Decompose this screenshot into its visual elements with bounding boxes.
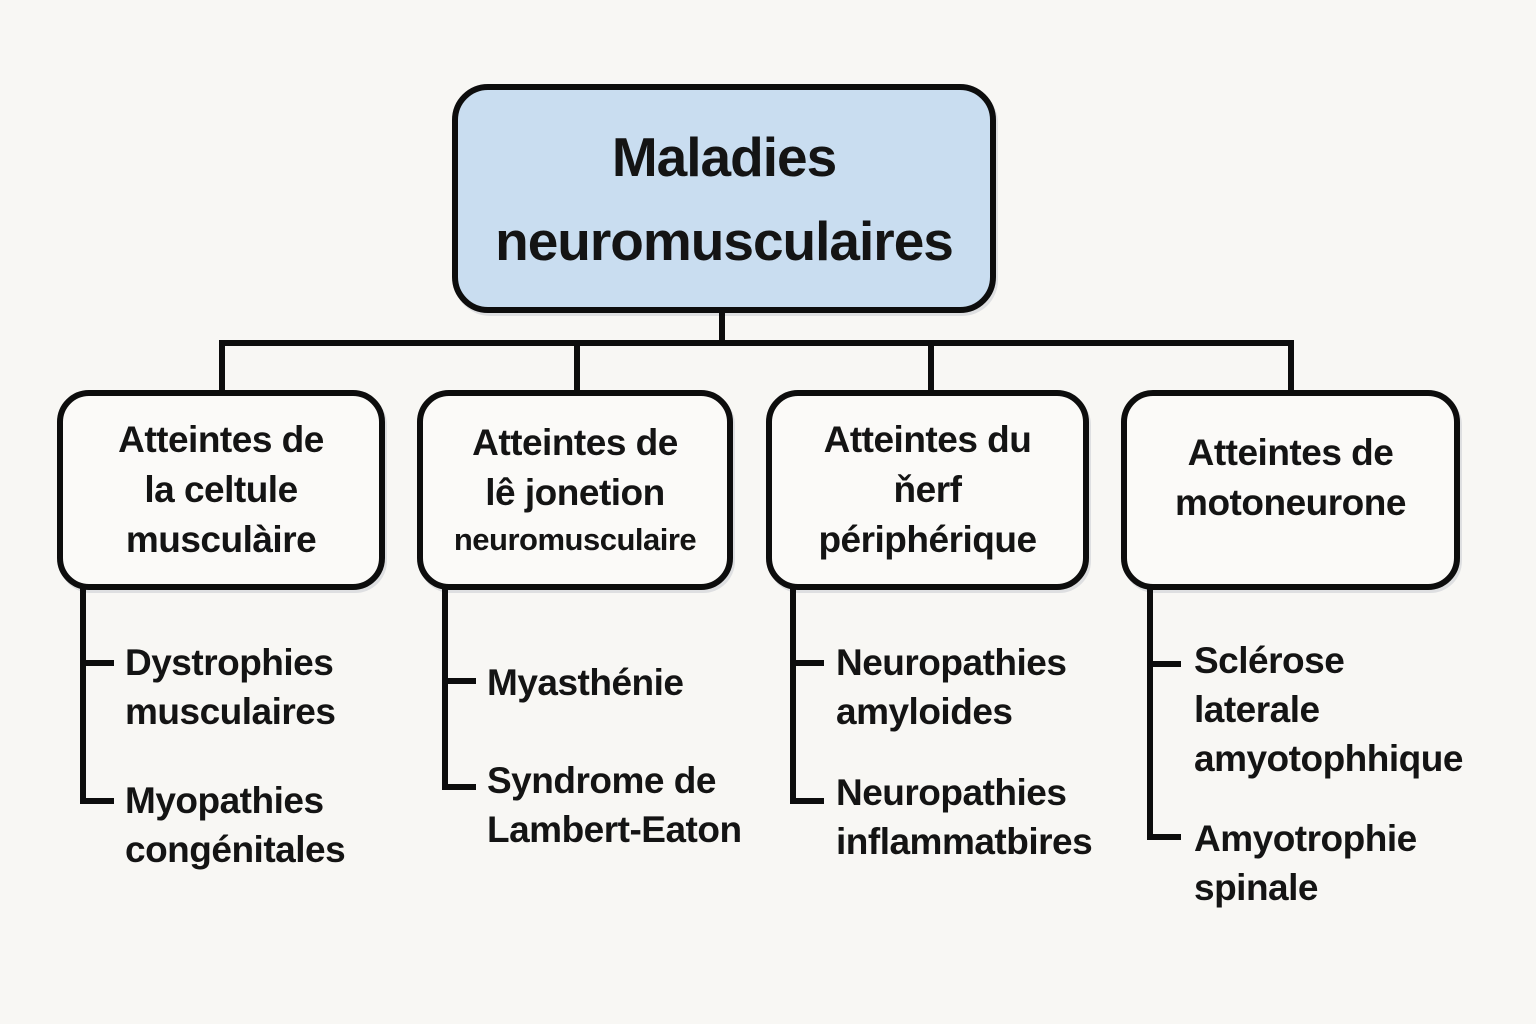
root-node-maladies-neuromusculaires: Maladies neuromusculaires bbox=[452, 84, 996, 313]
connector-tick bbox=[442, 784, 476, 790]
connector-drop-branch-3 bbox=[928, 340, 934, 392]
leaf-item-sclerose-laterale-amyotrophique: Sclérose laterale amyotophhique bbox=[1194, 636, 1463, 783]
leaf-line: amyotophhique bbox=[1194, 738, 1463, 779]
root-title-line: Maladies bbox=[611, 125, 837, 188]
leaf-item-syndrome-lambert-eaton: Syndrome de Lambert-Eaton bbox=[487, 756, 742, 854]
connector-tick bbox=[1147, 661, 1181, 667]
connector-tick bbox=[790, 660, 824, 666]
branch-title-line: Atteintes de bbox=[118, 419, 324, 460]
connector-branch-1-rail bbox=[80, 588, 86, 804]
branch-title-line: lê jonetion bbox=[485, 472, 665, 513]
connector-drop-branch-4 bbox=[1288, 340, 1294, 392]
root-title-line: neuromusculaires bbox=[495, 209, 954, 272]
branch-title-line: motoneurone bbox=[1175, 482, 1406, 523]
branch-title-line: la celtule bbox=[144, 469, 298, 510]
connector-tick bbox=[442, 678, 476, 684]
leaf-item-neuropathies-inflammatoires: Neuropathies inflammatbires bbox=[836, 768, 1093, 866]
leaf-line: Neuropathies bbox=[836, 772, 1067, 813]
leaf-line: Syndrome de bbox=[487, 760, 716, 801]
leaf-line: Amyotrophie bbox=[1194, 818, 1417, 859]
connector-horizontal-bus bbox=[219, 340, 1294, 346]
connector-branch-4-rail bbox=[1147, 584, 1153, 840]
leaf-line: amyloides bbox=[836, 691, 1013, 732]
connector-tick bbox=[1147, 834, 1181, 840]
branch-node-neuromuscular-junction: Atteintes de lê jonetion neuromusculaire bbox=[417, 390, 733, 590]
leaf-item-amyotrophie-spinale: Amyotrophie spinale bbox=[1194, 814, 1417, 912]
leaf-line: congénitales bbox=[125, 829, 346, 870]
connector-tick bbox=[80, 798, 114, 804]
branch-title-line: musculàire bbox=[125, 519, 317, 560]
branch-title-line: ňerf bbox=[893, 469, 962, 510]
leaf-line: spinale bbox=[1194, 867, 1318, 908]
branch-node-peripheral-nerve: Atteintes du ňerf périphérique bbox=[766, 390, 1089, 590]
connector-branch-2-rail bbox=[442, 586, 448, 790]
leaf-line: Myopathies bbox=[125, 780, 324, 821]
connector-root-stem bbox=[719, 311, 725, 346]
branch-title-line: périphérique bbox=[818, 519, 1037, 560]
leaf-line: Neuropathies bbox=[836, 642, 1067, 683]
branch-node-motor-neuron: Atteintes de motoneurone bbox=[1121, 390, 1460, 590]
branch-title-line: neuromusculaire bbox=[453, 522, 697, 557]
leaf-line: Lambert-Eaton bbox=[487, 809, 742, 850]
branch-title-line: Atteintes de bbox=[472, 422, 678, 463]
leaf-item-dystrophies-musculaires: Dystrophies musculaires bbox=[125, 638, 336, 736]
leaf-item-neuropathies-amyloides: Neuropathies amyloides bbox=[836, 638, 1067, 736]
connector-tick bbox=[80, 660, 114, 666]
leaf-line: Dystrophies bbox=[125, 642, 334, 683]
connector-branch-3-rail bbox=[790, 586, 796, 804]
leaf-item-myopathies-congenitales: Myopathies congénitales bbox=[125, 776, 346, 874]
connector-drop-branch-1 bbox=[219, 340, 225, 392]
connector-drop-branch-2 bbox=[574, 340, 580, 392]
leaf-line: musculaires bbox=[125, 691, 336, 732]
branch-title-line: Atteintes du bbox=[823, 419, 1032, 460]
branch-node-muscle-cell: Atteintes de la celtule musculàire bbox=[57, 390, 385, 590]
branch-title-line: Atteintes de bbox=[1187, 432, 1394, 473]
leaf-line: inflammatbires bbox=[836, 821, 1093, 862]
leaf-line: Sclérose bbox=[1194, 640, 1345, 681]
leaf-item-myasthenie: Myasthénie bbox=[487, 658, 684, 707]
leaf-line: laterale bbox=[1194, 689, 1320, 730]
leaf-line: Myasthénie bbox=[487, 662, 684, 703]
connector-tick bbox=[790, 798, 824, 804]
